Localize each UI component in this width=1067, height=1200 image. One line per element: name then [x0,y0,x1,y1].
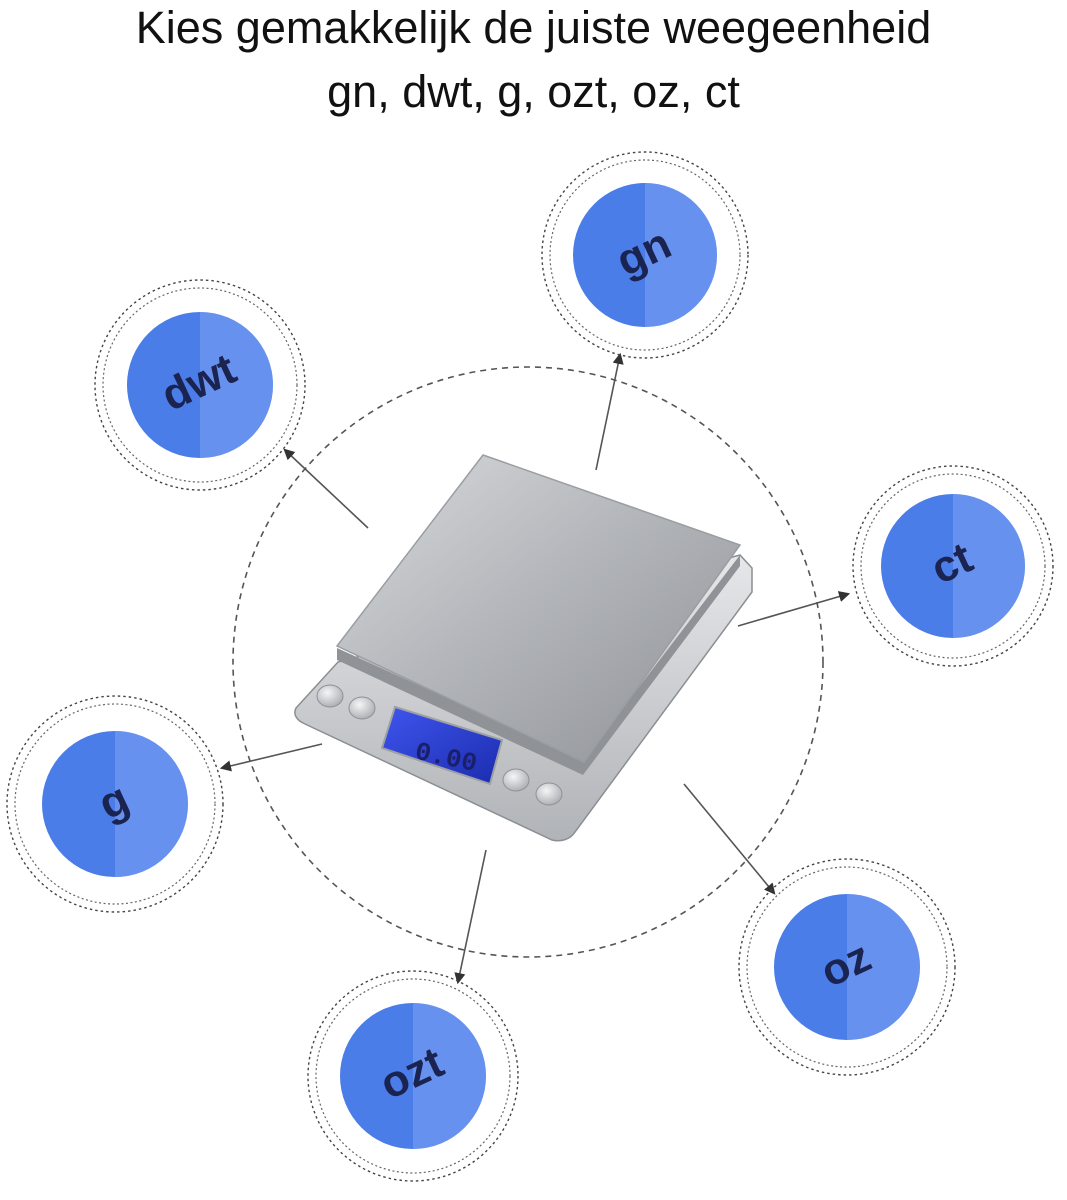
scale-power-button [316,684,344,708]
arrow-ozt [454,849,487,985]
digital-scale-image: 0.00 [294,454,753,842]
unit-badge-gn: gn [541,151,749,359]
scale-mode-button [348,696,376,720]
unit-badge-ct: ct [852,465,1054,667]
central-dashed-circle [232,366,824,958]
scale-plate [335,454,742,763]
arrow-gn [595,352,624,471]
arrow-ct [737,591,851,627]
arrow-g [219,743,323,772]
arrows [219,352,851,985]
scale-tare-button [535,782,563,806]
page-subtitle: gn, dwt, g, ozt, oz, ct [327,66,740,117]
scale-pcs-button [502,768,530,792]
scale-plate-edge [337,555,740,775]
unit-badge-g: g [6,695,224,913]
unit-badge-oz: oz [738,858,956,1076]
page-title: Kies gemakkelijk de juiste weegeenheid [135,2,932,53]
unit-badge-dwt: dwt [94,279,306,491]
arrow-dwt [283,448,369,529]
arrow-oz [683,783,776,895]
unit-badge-ozt: ozt [307,970,519,1182]
